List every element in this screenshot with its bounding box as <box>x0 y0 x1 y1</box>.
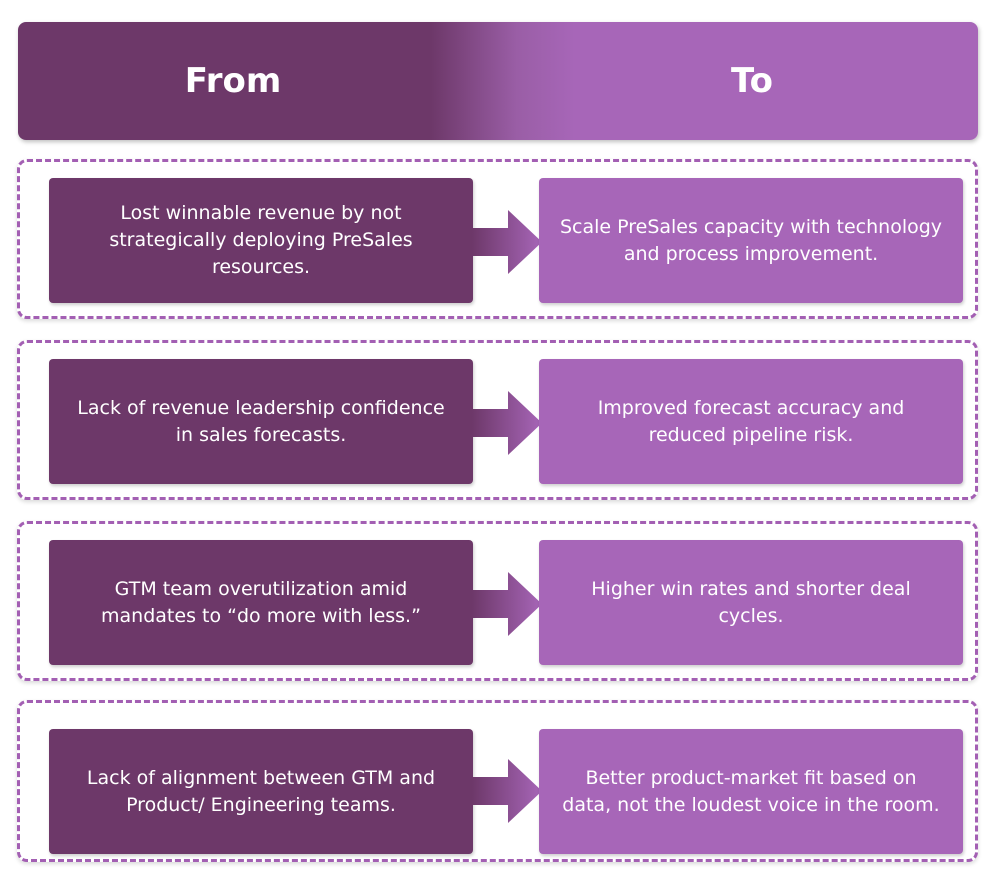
header-bar: From To <box>18 22 978 140</box>
right-arrow-icon <box>472 210 542 274</box>
transition-row-3: GTM team overutilization amid mandates t… <box>17 521 978 681</box>
transition-row-2: Lack of revenue leadership confidence in… <box>17 340 978 500</box>
to-header: To <box>730 61 774 101</box>
from-header: From <box>184 61 282 101</box>
right-arrow-icon <box>472 759 542 823</box>
to-box: Improved forecast accuracy and reduced p… <box>539 359 963 484</box>
to-box: Better product-market fit based on data,… <box>539 729 963 854</box>
transition-row-4: Lack of alignment between GTM and Produc… <box>17 700 978 862</box>
from-box: Lost winnable revenue by not strategical… <box>49 178 473 303</box>
from-box: Lack of revenue leadership confidence in… <box>49 359 473 484</box>
right-arrow-icon <box>472 572 542 636</box>
from-box: GTM team overutilization amid mandates t… <box>49 540 473 665</box>
from-box: Lack of alignment between GTM and Produc… <box>49 729 473 854</box>
to-box: Scale PreSales capacity with technology … <box>539 178 963 303</box>
transition-row-1: Lost winnable revenue by not strategical… <box>17 159 978 319</box>
right-arrow-icon <box>472 391 542 455</box>
to-box: Higher win rates and shorter deal cycles… <box>539 540 963 665</box>
